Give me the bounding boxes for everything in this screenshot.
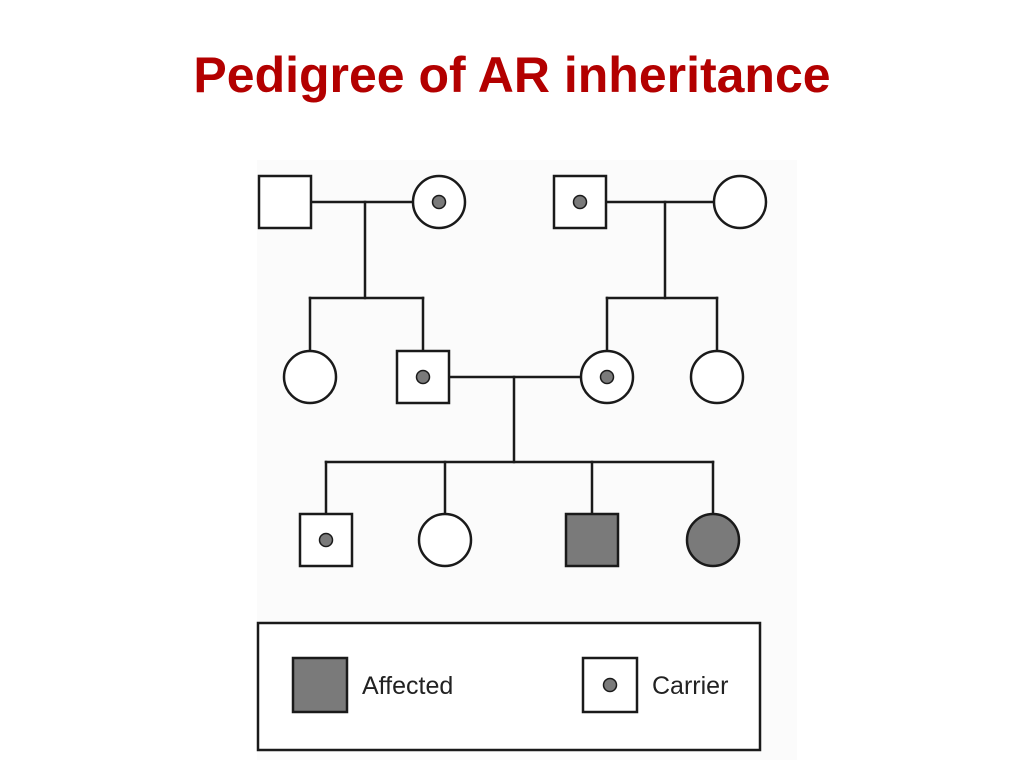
generation-1-male-1	[257, 174, 313, 230]
female-circle-symbol	[282, 349, 338, 405]
male-square-symbol	[257, 174, 313, 230]
carrier-dot	[599, 369, 615, 385]
male-square-symbol	[395, 349, 451, 405]
female-circle-symbol	[712, 174, 768, 230]
generation-1-female-2	[411, 174, 467, 230]
generation-3-male-1	[298, 512, 354, 568]
generation-2-female-4	[689, 349, 745, 405]
pedigree-individuals	[257, 174, 768, 568]
carrier-dot	[318, 532, 334, 548]
generation-1-male-3	[552, 174, 608, 230]
legend-carrier-label: Carrier	[652, 672, 728, 700]
carrier-dot	[431, 194, 447, 210]
female-circle-symbol	[689, 349, 745, 405]
generation-2-female-3	[579, 349, 635, 405]
male-square-symbol	[564, 512, 620, 568]
legend-box: Affected Carrier	[256, 621, 762, 752]
legend-carrier-dot	[602, 677, 618, 693]
female-circle-symbol	[685, 512, 741, 568]
generation-2-female-1	[282, 349, 338, 405]
legend-affected-symbol	[291, 656, 349, 714]
slide-title: Pedigree of AR inheritance	[193, 47, 831, 103]
generation-3-male-3	[564, 512, 620, 568]
generation-3-female-2	[417, 512, 473, 568]
legend-affected-label: Affected	[362, 672, 453, 700]
carrier-dot	[415, 369, 431, 385]
pedigree-connecting-lines	[308, 200, 719, 516]
female-circle-symbol	[417, 512, 473, 568]
generation-1-female-4	[712, 174, 768, 230]
generation-3-female-4	[685, 512, 741, 568]
legend-border	[256, 621, 762, 752]
generation-2-male-2	[395, 349, 451, 405]
carrier-dot	[572, 194, 588, 210]
